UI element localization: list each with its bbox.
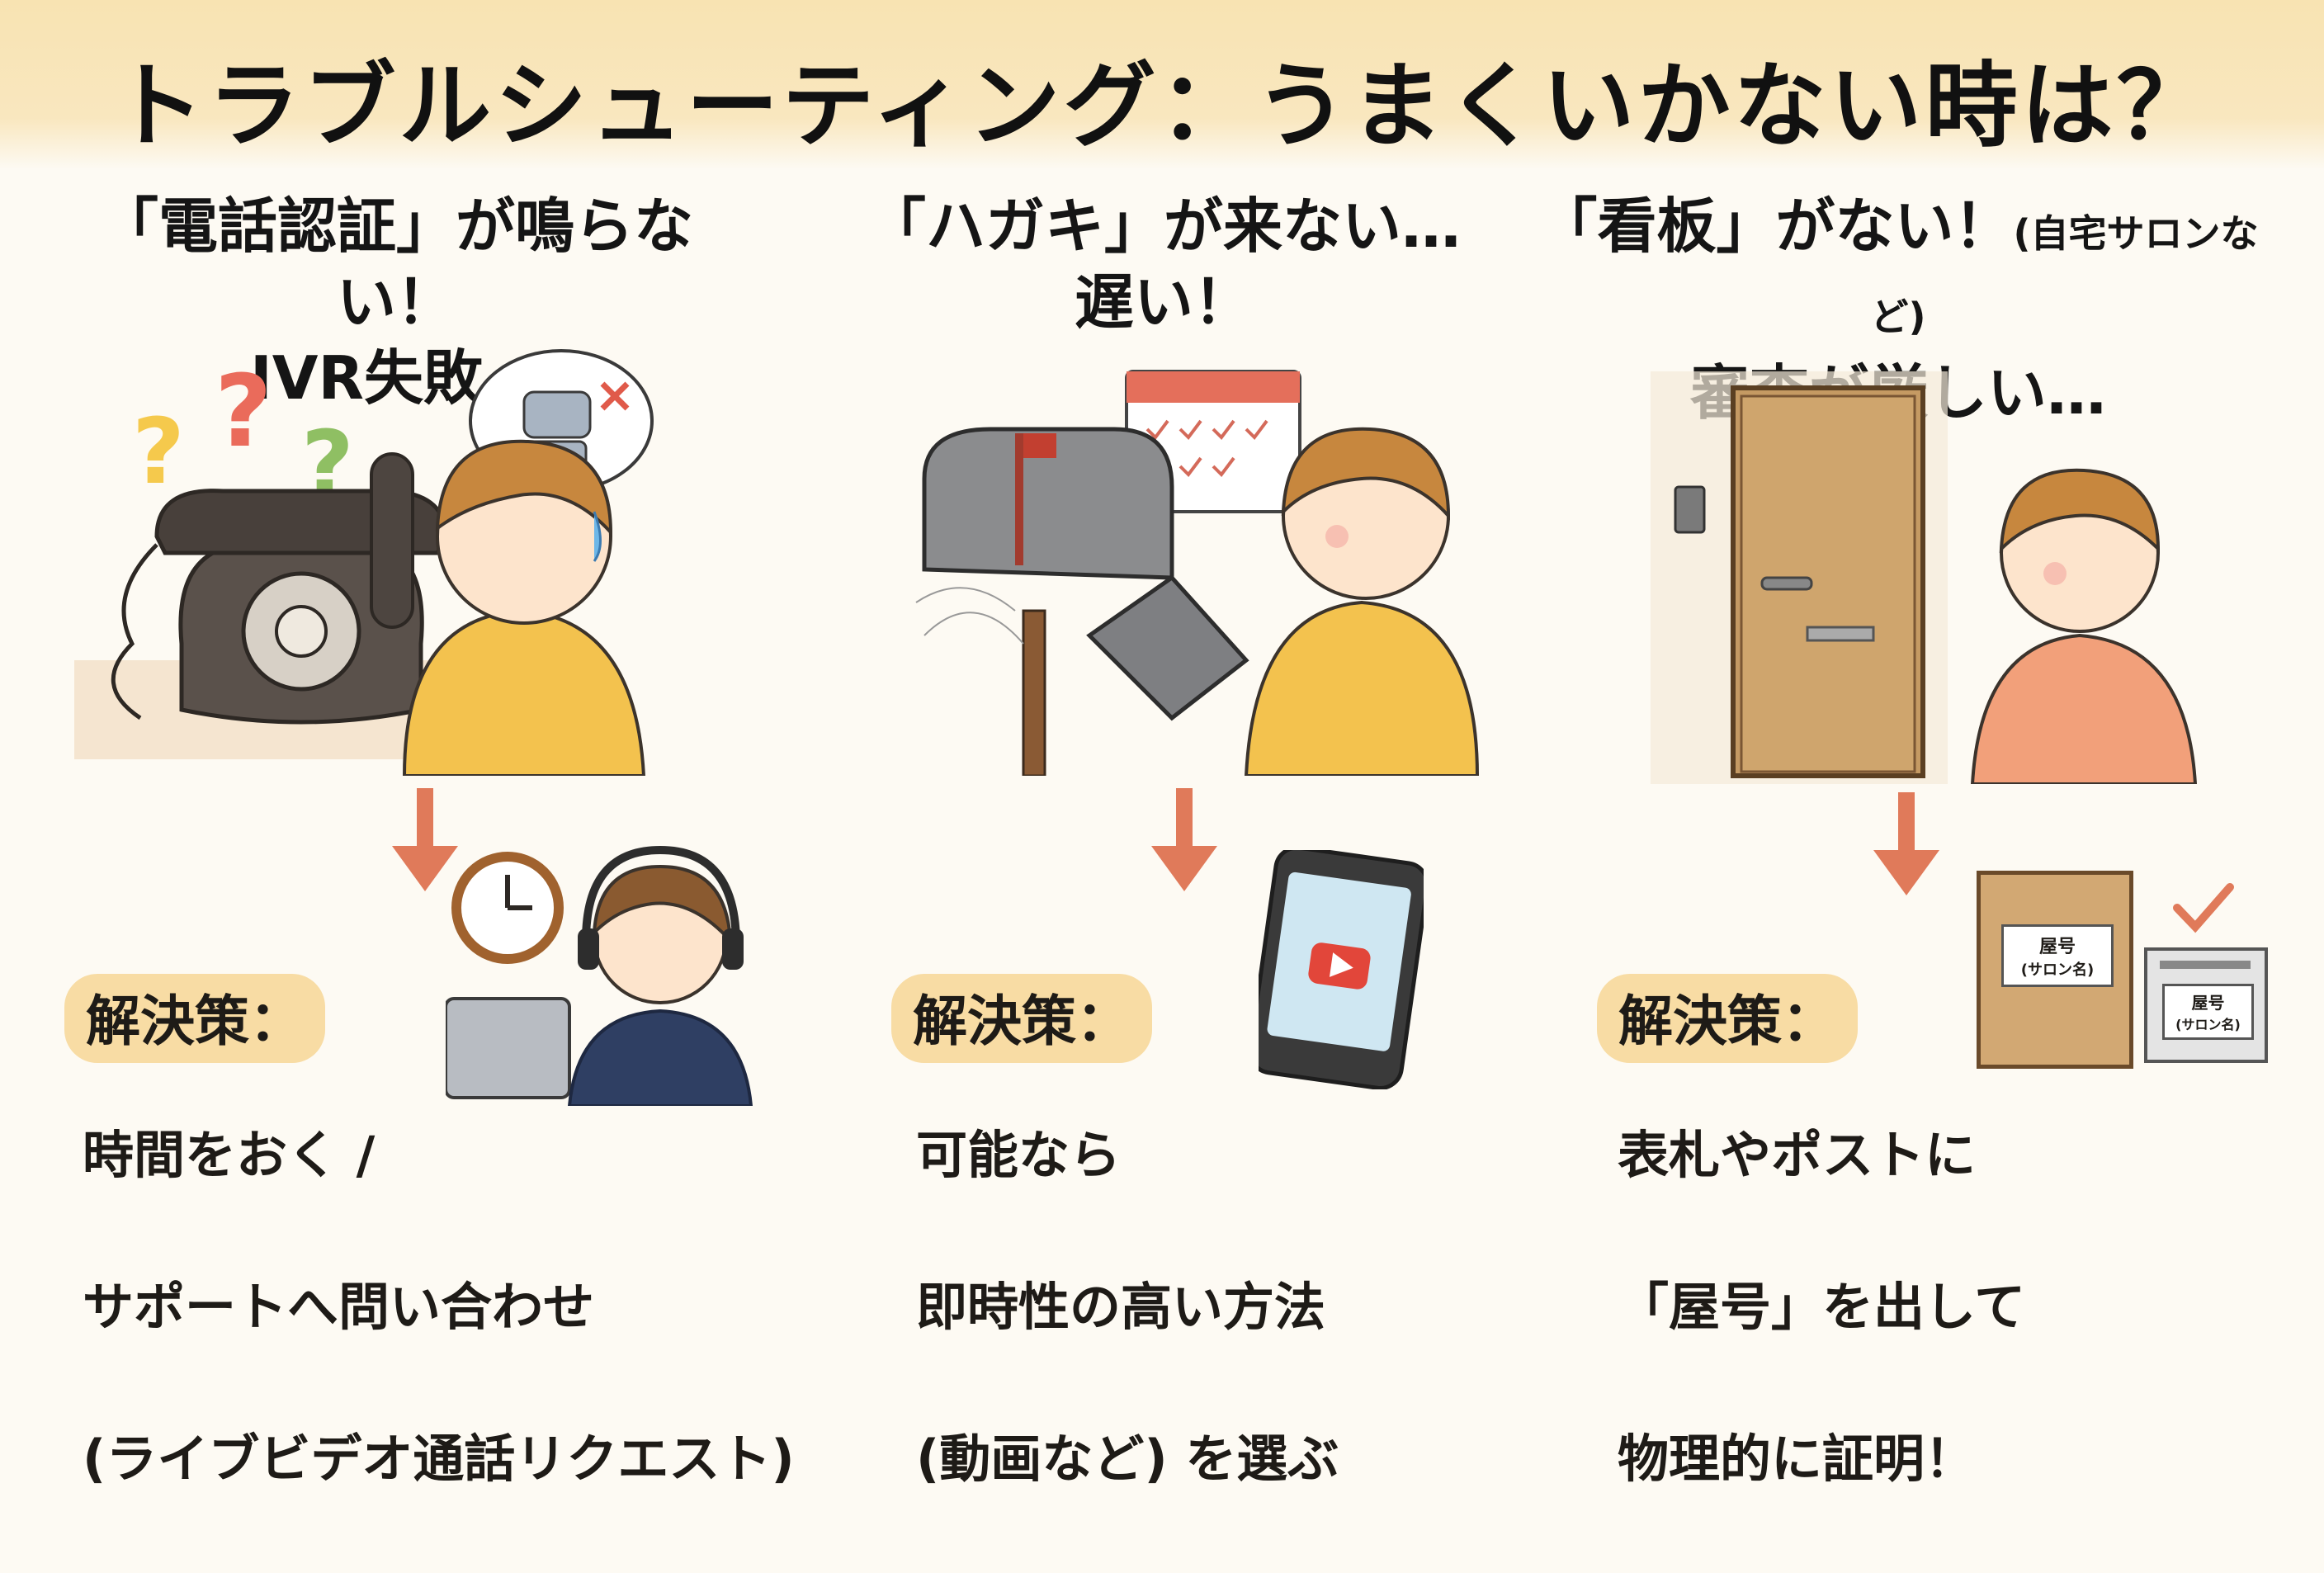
clock-icon (451, 852, 564, 964)
door-nameplate-title: 屋号 (2038, 937, 2076, 957)
page-title: トラブルシューティング：うまくいかない時は？ (111, 53, 2213, 160)
solution-line: 可能なら (916, 1125, 1122, 1185)
solution-line: 「屋号」を出して (1618, 1277, 2026, 1337)
solution-line: (動画など) を選ぶ (916, 1429, 1339, 1489)
door-icon (1674, 385, 1925, 778)
confused-person (370, 439, 646, 776)
door-illustration (1651, 371, 2198, 784)
solution-line: 時間をおく / (83, 1125, 376, 1185)
heading-phone-verification: 「電話認証」が鳴らない！ IVR失敗… (50, 188, 743, 416)
solution-label: 解決策： (1597, 974, 1858, 1063)
mailbox-icon (915, 427, 1249, 776)
solution-label: 解決策： (64, 974, 325, 1063)
worried-person (1970, 468, 2198, 784)
heading-line2: 遅い！ (1074, 267, 1253, 337)
solution-line: 表札やポストに (1618, 1125, 1977, 1185)
door-nameplate-sub: (サロン名) (2020, 961, 2095, 979)
solution-line: サポートへ問い合わせ (83, 1277, 595, 1337)
post-box-slot (2160, 961, 2251, 969)
arrow-down-icon (392, 788, 458, 891)
arrow-down-icon (1873, 792, 1939, 895)
post-nameplate-sub: (サロン名) (2175, 1017, 2241, 1032)
check-icon (2173, 883, 2234, 933)
svg-text:?: ? (132, 399, 185, 504)
mailbox-illustration (915, 370, 1480, 776)
heading-line1: 「看板」がない！ (1538, 191, 2014, 261)
support-operator-illustration (446, 845, 753, 1106)
heading-note: (自宅サロンなど) (1870, 211, 2259, 339)
heading-line1: 「ハガキ」が来ない… (866, 191, 1461, 261)
solution-text-phone: 時間をおく / サポートへ問い合わせ (ライブビデオ通話リクエスト) (83, 1042, 795, 1573)
post-nameplate: 屋号 (サロン名) (2162, 984, 2254, 1040)
waiting-person (1244, 427, 1480, 776)
smartphone-video-icon (1259, 850, 1424, 1089)
arrow-down-icon (1151, 788, 1217, 891)
solution-line: (ライブビデオ通話リクエスト) (83, 1429, 795, 1489)
door-nameplate: 屋号 (サロン名) (2001, 924, 2114, 987)
heading-postcard: 「ハガキ」が来ない… 遅い！ (809, 188, 1519, 340)
solution-text-postcard: 可能なら 即時性の高い方法 (動画など) を選ぶ (916, 1042, 1339, 1573)
solution-text-signboard: 表札やポストに 「屋号」を出して 物理的に証明！ (1618, 1042, 2025, 1573)
heading-line1: 「電話認証」が鳴らない！ (98, 191, 693, 337)
solution-line: 即時性の高い方法 (916, 1277, 1326, 1337)
solution-door: 屋号 (サロン名) (1977, 871, 2133, 1069)
solution-line: 物理的に証明！ (1618, 1429, 1977, 1489)
post-nameplate-title: 屋号 (2191, 993, 2225, 1013)
headset-operator-icon (446, 845, 753, 1106)
title-band (0, 0, 2324, 169)
svg-text:?: ? (215, 355, 272, 470)
solution-label: 解決策： (891, 974, 1152, 1063)
post-box: 屋号 (サロン名) (2144, 947, 2268, 1063)
phone-trouble-illustration: ? ? ? (74, 349, 654, 776)
